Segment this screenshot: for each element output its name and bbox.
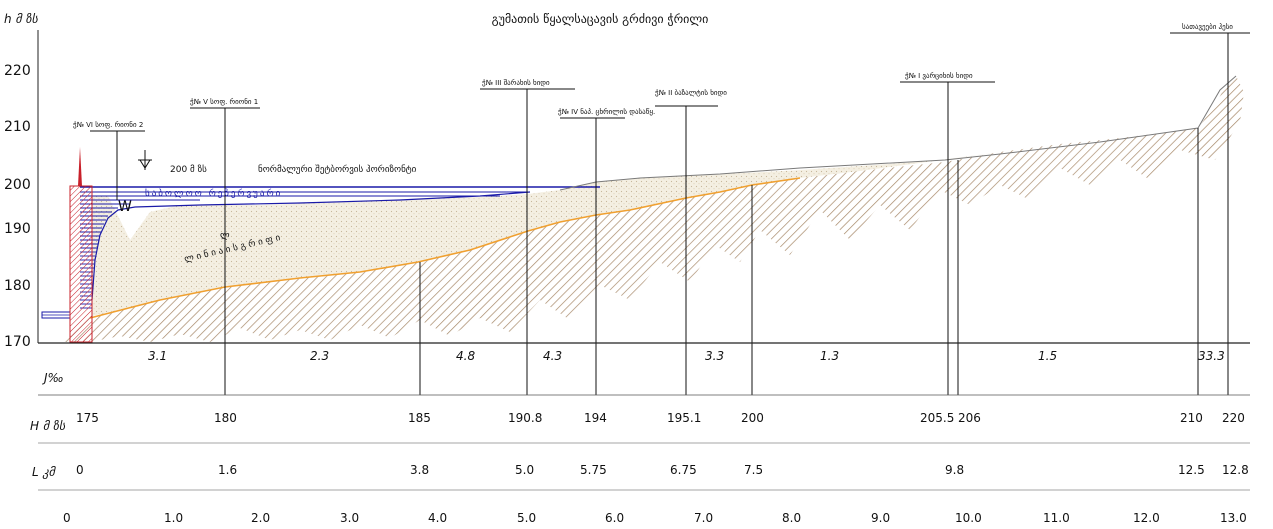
sediment-deposit: [92, 152, 1000, 316]
height-value: 185: [408, 411, 431, 425]
y-tick-220: 220: [4, 63, 31, 79]
y-axis-ticks: 170 180 190 200 210 220: [4, 63, 31, 350]
diagram-title: გუმათის წყალსაცავის გრძივი ჭრილი: [492, 12, 709, 26]
slope-value: 4.8: [456, 349, 475, 363]
scale-value: 11.0: [1043, 511, 1070, 525]
water-level-description: ნორმალური შეტბორვის ჰორიზონტი: [258, 164, 417, 175]
water-level-elevation: 200 მ ზს: [170, 164, 207, 175]
scale-value: 1.0: [164, 511, 183, 525]
slope-value: 2.3: [310, 349, 329, 363]
scale-value: 3.0: [340, 511, 359, 525]
height-value: 175: [76, 411, 99, 425]
height-value: 190.8: [508, 411, 542, 425]
distance-row-label: L კმ: [32, 465, 57, 479]
distance-value: 5.75: [580, 463, 607, 477]
scale-value: 13.0: [1220, 511, 1247, 525]
distance-value: 12.5: [1178, 463, 1205, 477]
height-value: 210: [1180, 411, 1203, 425]
distance-value: 0: [76, 463, 84, 477]
reservoir-text: საბოლოო რეზერვუარი: [145, 188, 282, 199]
slope-row-label: J‰: [42, 371, 64, 385]
scale-value: 8.0: [782, 511, 801, 525]
downstream-outlet: [41, 311, 71, 319]
scale-value: 10.0: [955, 511, 982, 525]
station-markers: [90, 32, 1250, 395]
height-value: 205.5: [920, 411, 954, 425]
slope-value: 1.3: [820, 349, 839, 363]
slope-value: 3.3: [705, 349, 724, 363]
scale-value: 4.0: [428, 511, 447, 525]
distance-value: 7.5: [744, 463, 763, 477]
distance-value: 1.6: [218, 463, 237, 477]
scale-value: 6.0: [605, 511, 624, 525]
slope-value: 1.5: [1038, 349, 1057, 363]
scale-value: 2.0: [251, 511, 270, 525]
y-tick-190: 190: [4, 221, 31, 237]
scale-values: 0 1.0 2.0 3.0 4.0 5.0 6.0 7.0 8.0 9.0 10…: [63, 511, 1247, 525]
height-value: 220: [1222, 411, 1245, 425]
height-values: 175 180 185 190.8 194 195.1 200 205.5 20…: [76, 411, 1245, 425]
distance-value: 9.8: [945, 463, 964, 477]
station-2-label: ჭ№ II ბაზალტის ხიდი: [655, 89, 727, 97]
backwater-curve: [91, 191, 531, 301]
height-value: 200: [741, 411, 764, 425]
station-1-label: ჭ№ I ვარციხის ხიდი: [905, 71, 973, 80]
slope-value: 33.3: [1198, 349, 1225, 363]
station-5-label: ჭ№ V სოფ. რიონი 1: [190, 97, 258, 106]
station-0-label: სათავეები ჰესი: [1182, 23, 1233, 31]
height-value: 195.1: [667, 411, 701, 425]
height-row-label: H მ ზს: [30, 419, 66, 433]
distance-value: 3.8: [410, 463, 429, 477]
station-3-label: ჭ№ III შარახის ხიდი: [482, 78, 550, 87]
distance-value: 5.0: [515, 463, 534, 477]
y-tick-200: 200: [4, 177, 31, 193]
distance-value: 6.75: [670, 463, 697, 477]
ground-surface-line: [559, 75, 1237, 191]
y-tick-210: 210: [4, 119, 31, 135]
y-axis-label: h მ ზს: [4, 12, 39, 26]
scale-value: 9.0: [871, 511, 890, 525]
sediment-mark: ლ: [220, 231, 230, 241]
scale-value: 12.0: [1133, 511, 1160, 525]
height-value: 194: [584, 411, 607, 425]
distance-values: 0 1.6 3.8 5.0 5.75 6.75 7.5 9.8 12.5 12.…: [76, 463, 1249, 477]
slope-values: 3.1 2.3 4.8 4.3 3.3 1.3 1.5 33.3: [148, 349, 1225, 363]
slope-value: 3.1: [148, 349, 167, 363]
water-level-marker: [138, 150, 152, 170]
station-4-label: ჭ№ IV ნაპ. ცხრილის დასაწყ.: [558, 107, 655, 116]
scale-value: 7.0: [694, 511, 713, 525]
height-value: 180: [214, 411, 237, 425]
height-value: 206: [958, 411, 981, 425]
bedrock-hatched: [62, 76, 1244, 342]
scale-value: 0: [63, 511, 71, 525]
y-tick-180: 180: [4, 278, 31, 294]
w-mark: W: [118, 199, 132, 215]
distance-value: 12.8: [1222, 463, 1249, 477]
slope-value: 4.3: [543, 349, 562, 363]
y-tick-170: 170: [4, 334, 31, 350]
dam: [69, 147, 93, 343]
river-bed-line: [89, 177, 801, 319]
station-6-label: ჭ№ VI სოფ. რიონი 2: [73, 120, 143, 129]
scale-value: 5.0: [517, 511, 536, 525]
